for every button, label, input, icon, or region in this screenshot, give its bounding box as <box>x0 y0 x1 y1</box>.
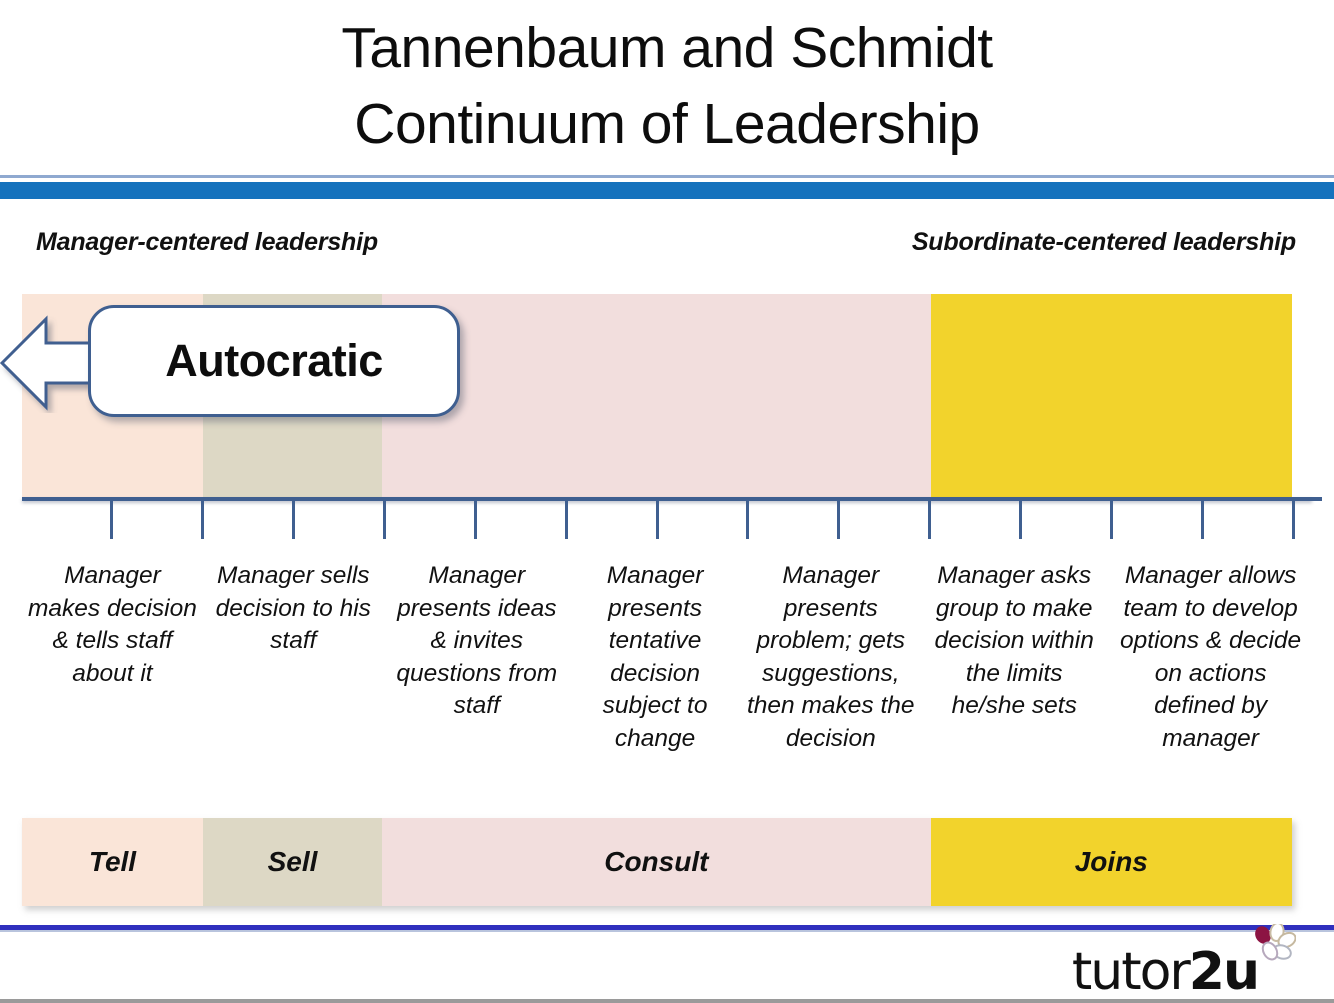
step-description-row: Manager makes decision & tells staff abo… <box>22 560 1314 805</box>
axis-tick <box>1110 501 1114 539</box>
axis-tick <box>473 501 477 539</box>
title-divider-thin <box>0 175 1334 178</box>
axis-tick <box>110 501 113 539</box>
category-consult: Consult <box>382 818 931 906</box>
axis-tick <box>746 501 750 539</box>
category-sell: Sell <box>202 818 383 906</box>
continuum-tick-row <box>0 501 1334 543</box>
axis-tick <box>928 501 932 539</box>
step-description-3: Manager presents ideas & invites questio… <box>396 562 558 719</box>
logo-text-light: tutor <box>1071 942 1191 1002</box>
axis-tick <box>655 501 659 539</box>
band-joins <box>930 294 1292 499</box>
step-description-4: Manager presents tentative decision subj… <box>602 562 708 752</box>
category-joins: Joins <box>930 818 1292 906</box>
footer: tutor2u <box>0 924 1334 1003</box>
step-description-6: Manager asks group to make decision with… <box>934 562 1094 719</box>
autocratic-label: Autocratic <box>165 335 383 386</box>
footer-divider-soft <box>0 930 1334 932</box>
step-description-2: Manager sells decision to his staff <box>215 562 371 654</box>
heading-subordinate-centered: Subordinate-centered leadership <box>911 228 1296 256</box>
slide-title-block: Tannenbaum and Schmidt Continuum of Lead… <box>0 0 1334 172</box>
footer-divider <box>0 925 1334 930</box>
step-description-1: Manager makes decision & tells staff abo… <box>28 562 197 687</box>
axis-tick <box>1292 501 1295 539</box>
page-title-line-2: Continuum of Leadership <box>354 92 980 156</box>
heading-manager-centered: Manager-centered leadership <box>36 228 378 256</box>
page-title-line-1: Tannenbaum and Schmidt <box>341 16 993 80</box>
axis-tick <box>382 501 386 539</box>
axis-tick <box>564 501 568 539</box>
title-divider-bar <box>0 182 1334 199</box>
band-consult <box>382 294 931 499</box>
flower-icon <box>1255 924 1296 961</box>
axis-tick <box>200 501 204 539</box>
axis-tick <box>1201 501 1205 539</box>
logo-wordmark: tutor2u <box>1072 946 1260 998</box>
axis-tick <box>291 501 295 539</box>
logo-text-bold: 2u <box>1188 942 1260 1002</box>
step-description-5: Manager presents problem; gets suggestio… <box>747 562 915 752</box>
continuum-axis-line <box>22 497 1322 501</box>
axis-tick <box>1019 501 1023 539</box>
step-description-7: Manager allows team to develop options &… <box>1120 562 1302 752</box>
tutor2u-logo[interactable]: tutor2u <box>1072 924 1302 998</box>
axis-tick <box>837 501 841 539</box>
autocratic-callout[interactable]: Autocratic <box>0 305 470 423</box>
footer-baseline <box>0 999 1334 1003</box>
category-tell: Tell <box>22 818 203 906</box>
autocratic-callout-box[interactable]: Autocratic <box>88 305 460 417</box>
